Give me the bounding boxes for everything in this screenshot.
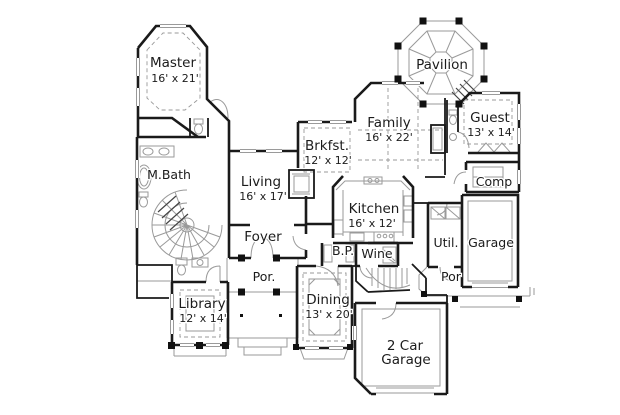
room-dim-master: 16' x 21' — [151, 72, 199, 85]
porch-columns — [168, 17, 522, 350]
room-label-computer: Comp — [476, 174, 513, 189]
exterior-walls — [135, 24, 521, 396]
room-dim-guest: 13' x 14' — [467, 126, 515, 139]
room-label-utility: Util. — [434, 235, 459, 250]
room-dim-library: 12' x 14' — [179, 312, 227, 325]
room-label-library: Library — [178, 296, 225, 312]
windows — [134, 23, 522, 351]
room-dim-living: 16' x 17' — [239, 190, 287, 203]
stair-treads — [157, 79, 477, 231]
detail-lines — [136, 20, 535, 394]
room-label-butlers-pantry: B.P. — [332, 243, 354, 258]
room-dim-dining: 13' x 20' — [305, 308, 353, 321]
room-label-living: Living — [241, 174, 281, 190]
room-label-mbath: M.Bath — [147, 167, 191, 182]
door-arcs — [205, 99, 470, 320]
room-labels: Master 16' x 21' M.Bath Living 16' x 17'… — [146, 54, 516, 370]
room-label-porch-front: Por. — [253, 269, 276, 284]
room-label-pavilion: Pavilion — [416, 57, 468, 73]
room-dim-breakfast: 12' x 12' — [304, 154, 352, 167]
room-label-foyer: Foyer — [244, 229, 282, 245]
room-label-master: Master — [150, 55, 197, 71]
room-label-garage-main-2: Garage — [381, 352, 430, 368]
room-dim-kitchen: 16' x 12' — [348, 217, 396, 230]
room-label-dining: Dining — [306, 292, 350, 308]
room-dim-family: 16' x 22' — [365, 131, 413, 144]
room-label-breakfast: Brkfst. — [305, 138, 349, 154]
ceiling-dashed-lines — [146, 32, 513, 342]
room-label-guest: Guest — [470, 110, 510, 126]
room-label-wine: Wine — [361, 246, 392, 261]
room-label-kitchen: Kitchen — [349, 201, 400, 217]
room-label-porch-side: Por — [441, 269, 462, 284]
room-label-family: Family — [367, 115, 410, 131]
room-label-garage-main-1: 2 Car — [387, 338, 424, 354]
room-label-garage-side: Garage — [468, 235, 514, 250]
